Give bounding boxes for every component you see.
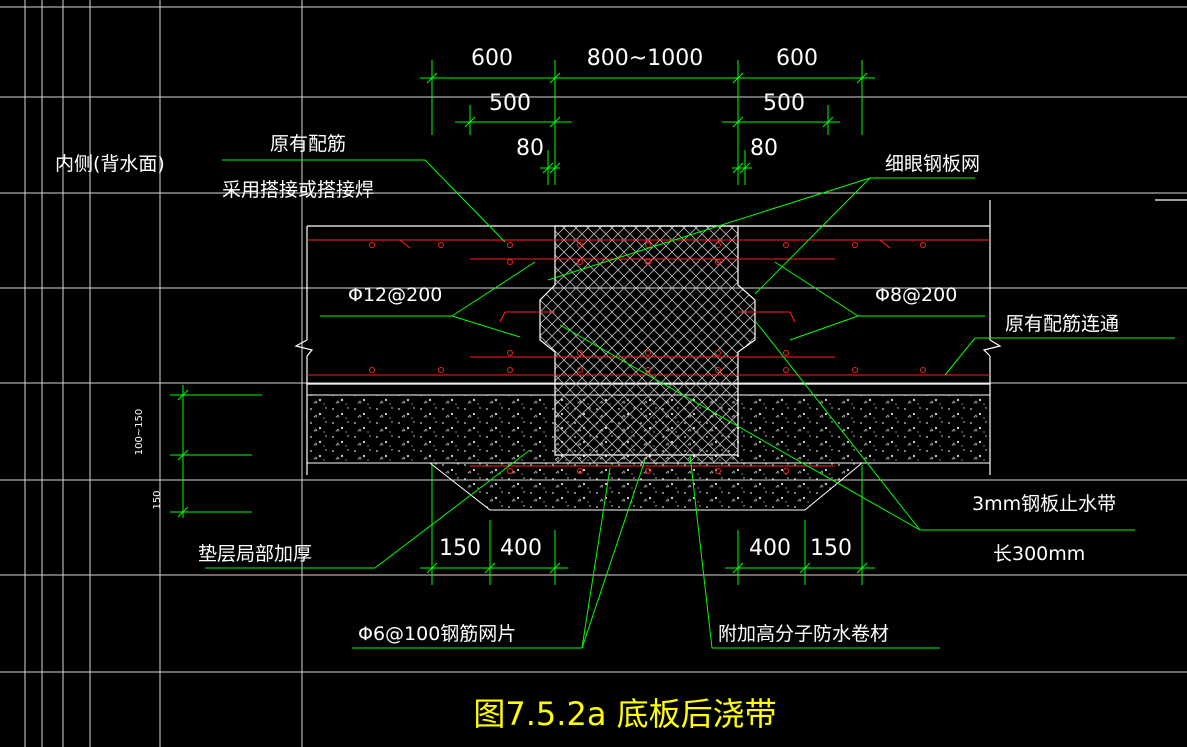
- label-membrane: 附加高分子防水卷材: [718, 623, 889, 645]
- label-waterstop-1: 3mm钢板止水带: [972, 493, 1116, 515]
- dim-bot-right-150: 150: [810, 536, 852, 561]
- drawing-title: 图7.5.2a 底板后浇带: [473, 695, 776, 733]
- dim-right-500: 500: [763, 91, 805, 116]
- label-inner-side: 内侧(背水面): [55, 153, 165, 175]
- dim-left-80: 80: [516, 136, 544, 161]
- label-pad-thicken: 垫层局部加厚: [198, 543, 312, 565]
- label-waterstop-2: 长300mm: [993, 543, 1085, 565]
- label-mesh: 细眼钢板网: [885, 153, 980, 175]
- rebar-dots: [369, 242, 926, 474]
- label-rebar-mesh: Φ6@100钢筋网片: [358, 623, 516, 645]
- leader-lines: [205, 159, 1175, 649]
- post-pour-band: [539, 225, 756, 463]
- dim-right-80: 80: [750, 136, 778, 161]
- label-orig-rebar-2: 采用搭接或搭接焊: [222, 179, 374, 201]
- label-rebar-left: Φ12@200: [348, 284, 442, 306]
- label-rebar-cont: 原有配筋连通: [1005, 313, 1119, 335]
- label-rebar-right: Φ8@200: [875, 284, 957, 306]
- dim-vert-100-150: 100~150: [134, 409, 145, 456]
- dim-bot-left-150: 150: [439, 536, 481, 561]
- dimension-texts: 600 800~1000 600 500 500 80 80 150 400 4…: [134, 46, 852, 561]
- dim-bot-right-400: 400: [749, 536, 791, 561]
- label-orig-rebar-1: 原有配筋: [270, 133, 346, 155]
- dim-bot-left-400: 400: [500, 536, 542, 561]
- dim-left-500: 500: [489, 91, 531, 116]
- dim-top-mid: 800~1000: [587, 46, 703, 71]
- annotation-texts: 内侧(背水面) 原有配筋 采用搭接或搭接焊 细眼钢板网 Φ12@200 Φ8@2…: [55, 133, 1119, 645]
- dim-vert-150: 150: [152, 490, 163, 509]
- dimension-lines: [170, 60, 875, 585]
- dim-top-left-600: 600: [471, 46, 513, 71]
- dim-top-right-600: 600: [776, 46, 818, 71]
